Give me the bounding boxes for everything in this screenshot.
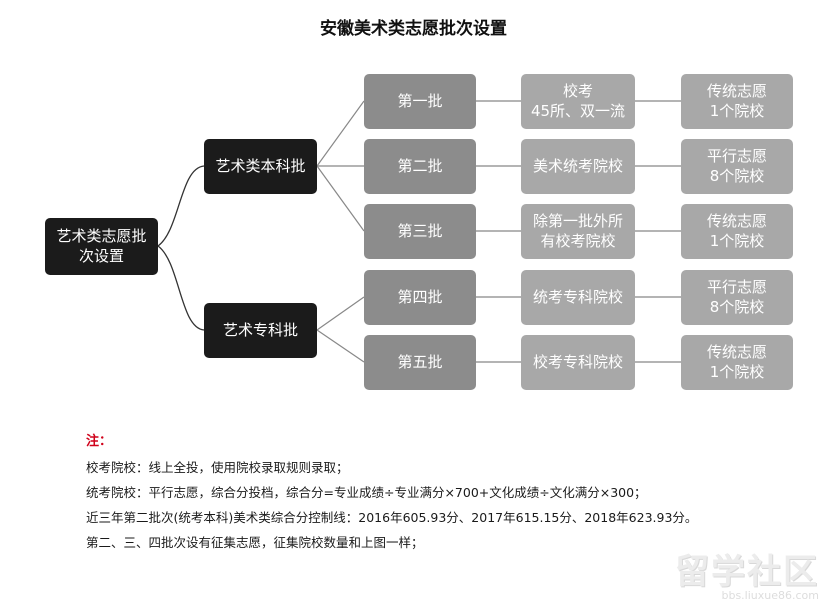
watermark-url: bbs.liuxue86.com (721, 589, 819, 602)
volunteer-node-2: 平行志愿 8个院校 (681, 139, 793, 194)
category-junior: 艺术专科批 (204, 303, 317, 358)
notes-heading: 注： (86, 434, 113, 449)
schools-line-1: 校考 (562, 82, 593, 100)
batch-node-2: 第二批 (364, 139, 476, 194)
volunteer-node-1: 传统志愿 1个院校 (681, 74, 793, 129)
schools-line-1: 统考专科院校 (532, 287, 623, 306)
volunteer-type: 平行志愿 (706, 278, 767, 296)
link-root-undergrad (157, 165, 205, 247)
volunteer-count: 1个院校 (709, 362, 765, 381)
schools-node-4: 统考专科院校 (521, 270, 635, 325)
batch-label: 第二批 (397, 156, 443, 175)
note-line: 统考院校：平行志愿，综合分投档，综合分=专业成绩÷专业满分×700+文化成绩÷文… (86, 485, 647, 500)
notes-section: 注： 校考院校：线上全投，使用院校录取规则录取； 统考院校：平行志愿，综合分投档… (86, 430, 786, 557)
batch-node-1: 第一批 (364, 74, 476, 129)
root-node: 艺术类志愿批 次设置 (45, 218, 158, 275)
link-root-junior (157, 245, 205, 331)
schools-node-3: 除第一批外所 有校考院校 (521, 204, 635, 259)
category-label: 艺术类本科批 (215, 156, 306, 175)
note-line: 第二、三、四批次设有征集志愿，征集院校数量和上图一样； (86, 535, 424, 550)
root-line-2: 次设置 (78, 246, 124, 265)
schools-line-1: 校考专科院校 (532, 352, 623, 371)
volunteer-type: 平行志愿 (706, 147, 767, 165)
watermark-logo: 留学社区 bbs.liuxue86.com (649, 544, 819, 602)
volunteer-count: 8个院校 (709, 297, 765, 316)
schools-line-2: 有校考院校 (540, 231, 616, 250)
category-undergrad: 艺术类本科批 (204, 139, 317, 194)
page-title: 安徽美术类志愿批次设置 (320, 19, 507, 39)
batch-node-4: 第四批 (364, 270, 476, 325)
volunteer-type: 传统志愿 (706, 343, 767, 361)
volunteer-count: 8个院校 (709, 166, 765, 185)
schools-line-2: 45所、双一流 (530, 101, 626, 120)
volunteer-count: 1个院校 (709, 101, 765, 120)
volunteer-count: 1个院校 (709, 231, 765, 250)
volunteer-type: 传统志愿 (706, 82, 767, 100)
batch-node-3: 第三批 (364, 204, 476, 259)
link-undergrad-b3 (316, 165, 365, 232)
link-undergrad-b1 (316, 100, 365, 167)
schools-node-2: 美术统考院校 (521, 139, 635, 194)
batch-node-5: 第五批 (364, 335, 476, 390)
root-line-1: 艺术类志愿批 (56, 227, 147, 245)
batch-label: 第一批 (397, 91, 443, 110)
schools-line-1: 除第一批外所 (532, 212, 623, 230)
volunteer-node-5: 传统志愿 1个院校 (681, 335, 793, 390)
batch-label: 第五批 (397, 352, 443, 371)
schools-line-1: 美术统考院校 (532, 156, 623, 175)
volunteer-node-4: 平行志愿 8个院校 (681, 270, 793, 325)
category-label: 艺术专科批 (222, 320, 298, 339)
note-line: 近三年第二批次(统考本科)美术类综合分控制线：2016年605.93分、2017… (86, 510, 698, 525)
link-junior-b4 (316, 296, 365, 331)
batch-label: 第四批 (397, 287, 443, 306)
volunteer-node-3: 传统志愿 1个院校 (681, 204, 793, 259)
link-junior-b5 (316, 329, 365, 363)
batch-label: 第三批 (397, 221, 443, 240)
schools-node-1: 校考 45所、双一流 (521, 74, 635, 129)
volunteer-type: 传统志愿 (706, 212, 767, 230)
watermark-main: 留学社区 (675, 552, 819, 592)
schools-node-5: 校考专科院校 (521, 335, 635, 390)
note-line: 校考院校：线上全投，使用院校录取规则录取； (86, 460, 349, 475)
